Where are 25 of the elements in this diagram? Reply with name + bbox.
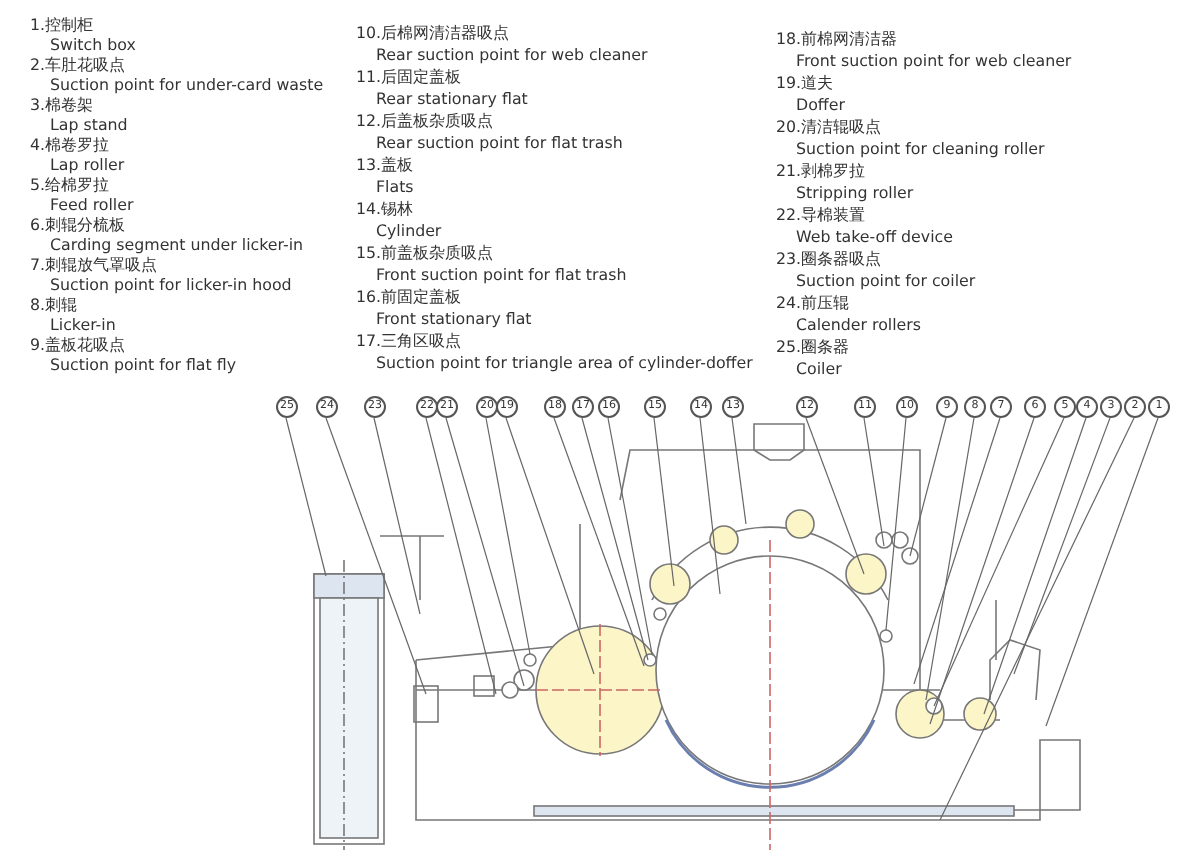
- leader-line: [581, 417, 649, 661]
- leader-line: [425, 417, 497, 695]
- leader-line: [933, 417, 1065, 707]
- leader-line: [983, 417, 1087, 715]
- leader-line: [909, 417, 947, 557]
- leader-line: [885, 417, 907, 631]
- leader-line: [1013, 417, 1111, 675]
- leader-line: [699, 417, 721, 595]
- leader-line: [939, 417, 1135, 821]
- leader-line: [863, 417, 885, 547]
- leader-line: [929, 417, 1035, 725]
- leader-line: [913, 417, 1001, 685]
- leader-line: [505, 417, 595, 675]
- leader-line: [607, 417, 653, 655]
- leader-line: [445, 417, 525, 687]
- leader-line: [373, 417, 421, 615]
- leader-line: [553, 417, 645, 667]
- leader-line: [325, 417, 427, 695]
- leader-line: [1045, 417, 1159, 727]
- leader-line: [653, 417, 675, 587]
- leader-line: [925, 417, 975, 701]
- leader-line: [485, 417, 531, 655]
- leader-line: [731, 417, 747, 525]
- leader-line: [285, 417, 327, 577]
- leader-line: [805, 417, 865, 575]
